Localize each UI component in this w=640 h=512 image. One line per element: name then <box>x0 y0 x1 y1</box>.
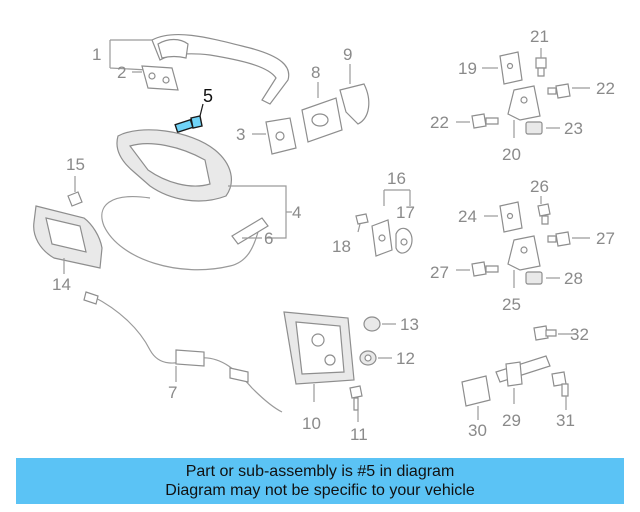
label-3: 3 <box>236 125 245 144</box>
label-30: 30 <box>468 421 487 440</box>
part-22-bolt-left[interactable] <box>471 113 499 129</box>
part-28-bushing[interactable] <box>525 271 543 285</box>
label-13: 13 <box>400 315 419 334</box>
part-30-bracket[interactable] <box>461 375 491 407</box>
part-6-cable[interactable] <box>231 217 269 245</box>
part-25-hinge[interactable] <box>507 235 541 271</box>
label-24: 24 <box>458 207 477 226</box>
label-27a: 27 <box>430 263 449 282</box>
part-7-inside-cable[interactable] <box>83 291 283 413</box>
part-23-bushing[interactable] <box>525 121 543 135</box>
label-8: 8 <box>311 63 320 82</box>
part-11-bolt[interactable] <box>349 385 363 411</box>
label-6: 6 <box>264 229 273 248</box>
label-20: 20 <box>502 145 521 164</box>
label-31: 31 <box>556 411 575 430</box>
label-27b: 27 <box>596 229 615 248</box>
part-29-door-check[interactable] <box>495 355 551 387</box>
part-15-clip[interactable] <box>67 191 83 207</box>
part-31-bolt[interactable] <box>551 371 569 397</box>
part-22-bolt-right[interactable] <box>547 83 571 99</box>
label-10: 10 <box>302 414 321 433</box>
part-32-bolt[interactable] <box>533 325 557 341</box>
banner-line-2: Diagram may not be specific to your vehi… <box>165 482 475 499</box>
label-28: 28 <box>564 269 583 288</box>
label-15: 15 <box>66 155 85 174</box>
part-10-door-latch[interactable] <box>283 311 355 385</box>
part-18-screw[interactable] <box>355 213 369 225</box>
label-19: 19 <box>458 59 477 78</box>
label-18: 18 <box>332 237 351 256</box>
part-3-bracket[interactable] <box>265 117 297 155</box>
part-13-grommet[interactable] <box>363 316 381 332</box>
part-24-hinge[interactable] <box>499 201 523 233</box>
part-4-handle-frame[interactable] <box>116 129 232 202</box>
label-22b: 22 <box>596 79 615 98</box>
part-19-hinge[interactable] <box>499 51 523 85</box>
label-7: 7 <box>168 383 177 402</box>
label-16: 16 <box>387 169 406 188</box>
part-9-cover[interactable] <box>339 83 370 125</box>
part-14-inside-handle[interactable] <box>33 205 103 269</box>
label-5: 5 <box>203 86 213 106</box>
banner-line-1: Part or sub-assembly is #5 in diagram <box>185 463 455 480</box>
label-32: 32 <box>570 325 589 344</box>
label-25: 25 <box>502 295 521 314</box>
label-11: 11 <box>350 425 368 444</box>
parts-diagram: 1 2 5 3 8 9 4 6 <box>33 27 615 444</box>
label-4: 4 <box>292 203 301 222</box>
label-21: 21 <box>530 27 549 46</box>
label-23: 23 <box>564 119 583 138</box>
part-17-plate[interactable] <box>395 227 413 254</box>
label-14: 14 <box>52 275 71 294</box>
label-2: 2 <box>117 63 126 82</box>
label-9: 9 <box>343 45 352 64</box>
label-1: 1 <box>92 45 101 64</box>
label-12: 12 <box>396 349 415 368</box>
part-12-nut[interactable] <box>359 350 377 366</box>
part-27-bolt-right[interactable] <box>547 231 571 247</box>
label-29: 29 <box>502 411 521 430</box>
label-26: 26 <box>530 177 549 196</box>
label-22a: 22 <box>430 113 449 132</box>
info-banner: Part or sub-assembly is #5 in diagram Di… <box>16 458 624 504</box>
part-8-lock-cylinder[interactable] <box>301 97 343 143</box>
part-2-gasket[interactable] <box>141 65 179 91</box>
part-21-bolt[interactable] <box>535 57 547 77</box>
part-20-hinge[interactable] <box>507 85 541 121</box>
part-1-door-handle[interactable] <box>151 33 290 105</box>
label-17: 17 <box>396 203 415 222</box>
part-27-bolt-left[interactable] <box>471 261 499 277</box>
part-26-bolt[interactable] <box>537 203 551 225</box>
part-5-screw-highlighted[interactable] <box>174 115 203 134</box>
part-16-bracket[interactable] <box>371 219 393 257</box>
